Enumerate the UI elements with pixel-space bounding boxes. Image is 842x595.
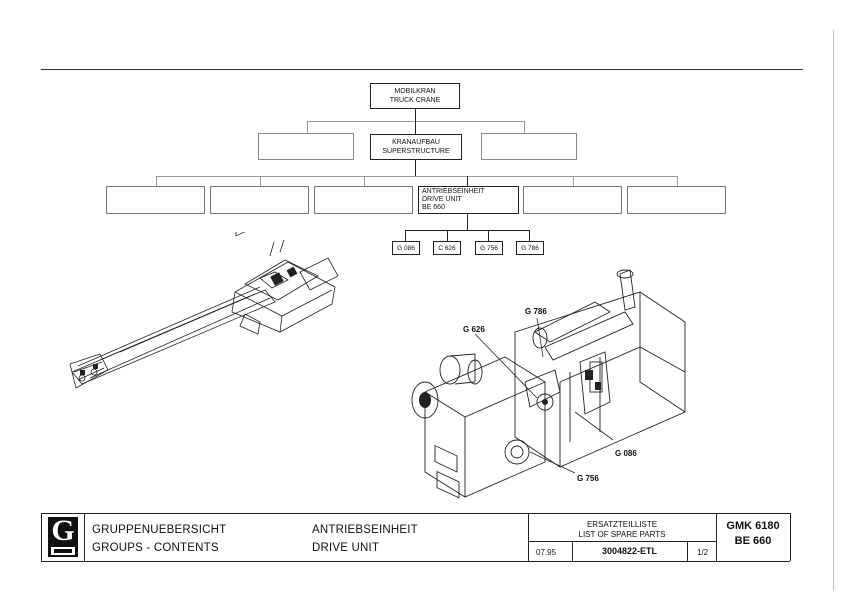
right-edge-mark xyxy=(833,30,834,590)
callout-g786: G 786 xyxy=(525,307,547,316)
tree-sibling-box xyxy=(106,186,205,214)
group-label: G 756 xyxy=(480,245,498,252)
connector xyxy=(447,230,448,241)
group-box-c626[interactable]: C 626 xyxy=(433,241,461,255)
tree-drive-unit-box: ANTRIEBSEINHEIT DRIVE UNIT BE 660 xyxy=(418,186,519,214)
group-box-g086[interactable]: G 086 xyxy=(392,241,420,255)
group-label: G 086 xyxy=(397,245,415,252)
group-label: G 786 xyxy=(521,245,539,252)
callout-g086: G 086 xyxy=(615,449,637,458)
tree-root-box: MOBILKRAN TRUCK CRANE xyxy=(370,83,460,109)
unit-code: BE 660 xyxy=(734,535,772,547)
callout-g756: G 756 xyxy=(577,474,599,483)
unit-en: DRIVE UNIT xyxy=(312,542,380,554)
group-box-g786[interactable]: G 786 xyxy=(516,241,544,255)
tree-superstructure-label-de: KRANAUFBAU xyxy=(392,139,440,146)
connector xyxy=(307,121,308,133)
unit-de: ANTRIEBSEINHEIT xyxy=(312,524,418,536)
tree-drive-unit-label-de: ANTRIEBSEINHEIT xyxy=(422,188,485,195)
connector xyxy=(364,176,365,186)
tree-sibling-box xyxy=(481,133,577,160)
grove-logo-letter: G xyxy=(51,514,75,547)
tree-superstructure-label-en: SUPERSTRUCTURE xyxy=(382,148,450,155)
page-number: 1/2 xyxy=(697,548,709,557)
connector xyxy=(488,230,489,241)
title-block-top-border xyxy=(41,513,790,514)
tree-sibling-box xyxy=(210,186,309,214)
title-block-bottom-border xyxy=(41,561,790,562)
title-block-divider xyxy=(716,513,717,561)
grove-logo: G xyxy=(48,514,78,557)
tree-sibling-box xyxy=(627,186,726,214)
connector xyxy=(415,121,416,134)
connector xyxy=(467,214,468,230)
tree-drive-unit-code: BE 660 xyxy=(422,204,445,211)
title-block-divider xyxy=(572,541,573,561)
connector xyxy=(415,109,416,121)
connector xyxy=(405,230,530,231)
spare-parts-list-en: LIST OF SPARE PARTS xyxy=(578,530,666,539)
top-rule xyxy=(41,69,803,70)
model-number: GMK 6180 xyxy=(726,520,780,532)
connector xyxy=(156,176,678,177)
connector xyxy=(677,176,678,186)
tree-sibling-box xyxy=(523,186,622,214)
tree-superstructure-box: KRANAUFBAU SUPERSTRUCTURE xyxy=(370,134,462,160)
title-block-divider xyxy=(790,513,791,561)
connector xyxy=(415,160,416,176)
callout-g626: G 626 xyxy=(463,325,485,334)
title-en: GROUPS - CONTENTS xyxy=(92,542,219,554)
connector xyxy=(405,230,406,241)
connector xyxy=(524,121,525,133)
title-block-divider xyxy=(687,541,688,561)
tree-sibling-box xyxy=(314,186,413,214)
document-number: 3004822-ETL xyxy=(601,546,658,556)
connector xyxy=(529,230,530,241)
tree-drive-unit-label-en: DRIVE UNIT xyxy=(422,196,462,203)
title-block-divider xyxy=(41,513,42,561)
title-de: GRUPPENUEBERSICHT xyxy=(92,524,227,536)
connector xyxy=(573,176,574,186)
tree-root-label-de: MOBILKRAN xyxy=(394,88,436,95)
title-block-divider xyxy=(84,513,85,561)
drive-unit-engine-illustration xyxy=(411,269,686,499)
group-label: C 626 xyxy=(438,245,456,252)
truck-crane-illustration xyxy=(69,232,339,389)
connector xyxy=(467,176,468,186)
issue-date: 07.95 xyxy=(536,548,557,557)
connector xyxy=(156,176,157,186)
spare-parts-list-de: ERSATZTEILLISTE xyxy=(586,520,658,529)
title-block-divider xyxy=(528,541,716,542)
group-box-g756[interactable]: G 756 xyxy=(475,241,503,255)
tree-sibling-box xyxy=(258,133,354,160)
connector xyxy=(260,176,261,186)
connector xyxy=(307,121,525,122)
title-block-divider xyxy=(528,513,529,561)
tree-root-label-en: TRUCK CRANE xyxy=(389,97,441,104)
